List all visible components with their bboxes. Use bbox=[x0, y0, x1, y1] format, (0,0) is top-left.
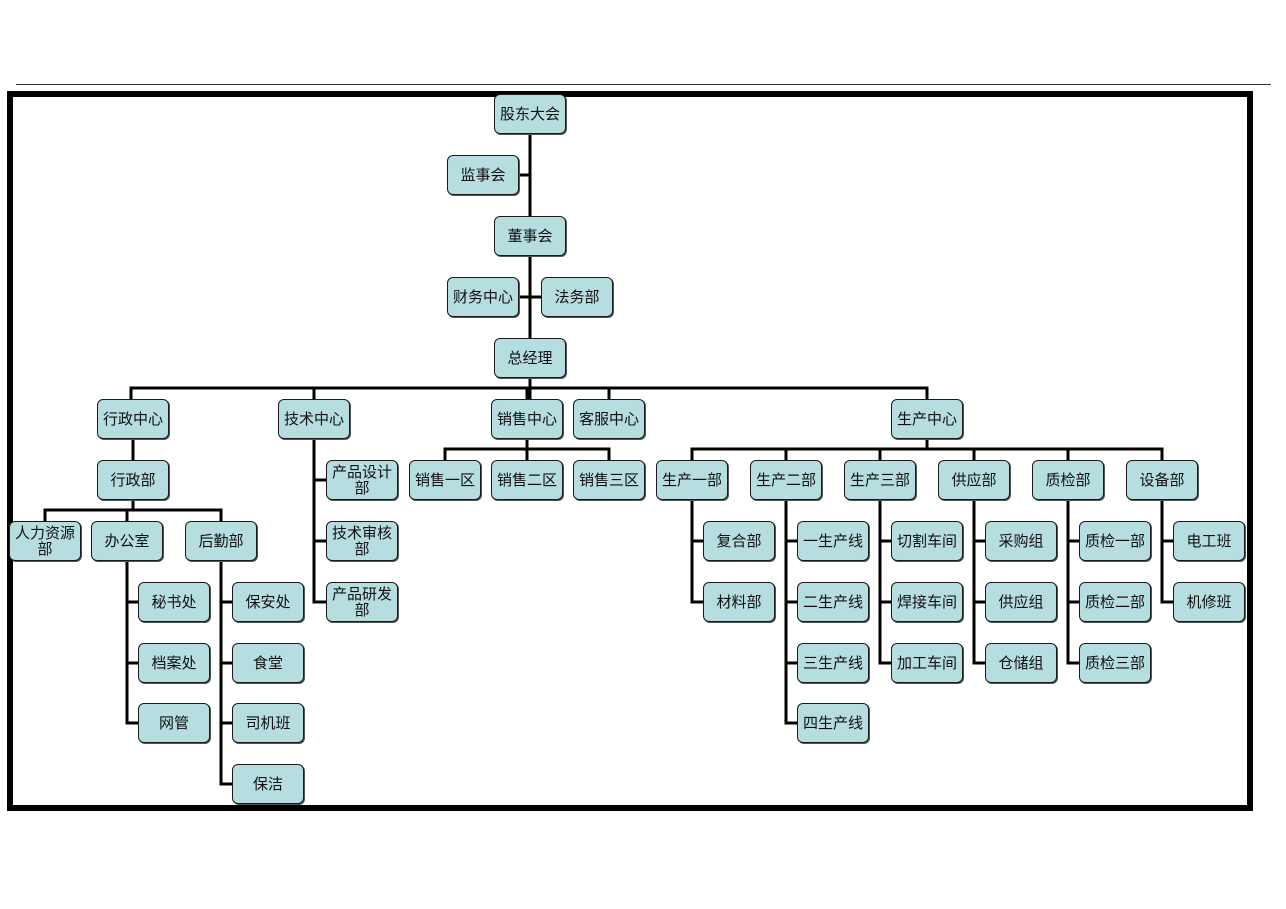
node-product-rd: 产品研发部 bbox=[326, 582, 398, 622]
node-cutting: 切割车间 bbox=[891, 521, 963, 561]
node-prod-2: 生产二部 bbox=[750, 460, 822, 500]
node-line-2: 二生产线 bbox=[797, 582, 869, 622]
node-sales-center: 销售中心 bbox=[491, 399, 563, 439]
node-hr: 人力资源部 bbox=[9, 521, 81, 561]
header-rule bbox=[16, 84, 1271, 85]
node-office: 办公室 bbox=[91, 521, 163, 561]
node-prod-1: 生产一部 bbox=[656, 460, 728, 500]
node-electrician: 电工班 bbox=[1173, 521, 1245, 561]
node-supply: 供应部 bbox=[938, 460, 1010, 500]
node-tech-review: 技术审核部 bbox=[326, 521, 398, 561]
node-line-4: 四生产线 bbox=[797, 703, 869, 743]
node-production-center: 生产中心 bbox=[891, 399, 963, 439]
node-cleaning: 保洁 bbox=[232, 764, 304, 804]
node-netadmin: 网管 bbox=[138, 703, 210, 743]
node-purchasing: 采购组 bbox=[985, 521, 1057, 561]
node-repair: 机修班 bbox=[1173, 582, 1245, 622]
node-equipment: 设备部 bbox=[1126, 460, 1198, 500]
node-line-1: 一生产线 bbox=[797, 521, 869, 561]
node-qc-1: 质检一部 bbox=[1079, 521, 1151, 561]
node-prod-3: 生产三部 bbox=[844, 460, 916, 500]
node-qc-2: 质检二部 bbox=[1079, 582, 1151, 622]
node-canteen: 食堂 bbox=[232, 643, 304, 683]
node-machining: 加工车间 bbox=[891, 643, 963, 683]
node-logistics: 后勤部 bbox=[185, 521, 257, 561]
node-composite: 复合部 bbox=[703, 521, 775, 561]
node-qc-3: 质检三部 bbox=[1079, 643, 1151, 683]
node-legal: 法务部 bbox=[541, 277, 613, 317]
node-materials: 材料部 bbox=[703, 582, 775, 622]
node-sales-3: 销售三区 bbox=[573, 460, 645, 500]
node-finance: 财务中心 bbox=[447, 277, 519, 317]
node-product-design: 产品设计部 bbox=[326, 460, 398, 500]
node-sales-1: 销售一区 bbox=[409, 460, 481, 500]
node-qc: 质检部 bbox=[1032, 460, 1104, 500]
node-gm: 总经理 bbox=[494, 338, 566, 378]
node-board: 董事会 bbox=[494, 216, 566, 256]
node-secretary: 秘书处 bbox=[138, 582, 210, 622]
node-drivers: 司机班 bbox=[232, 703, 304, 743]
node-admin-dept: 行政部 bbox=[97, 460, 169, 500]
node-shareholders: 股东大会 bbox=[494, 94, 566, 134]
node-admin-center: 行政中心 bbox=[97, 399, 169, 439]
node-security: 保安处 bbox=[232, 582, 304, 622]
node-supply-group: 供应组 bbox=[985, 582, 1057, 622]
node-tech-center: 技术中心 bbox=[278, 399, 350, 439]
node-sales-2: 销售二区 bbox=[491, 460, 563, 500]
node-archive: 档案处 bbox=[138, 643, 210, 683]
node-welding: 焊接车间 bbox=[891, 582, 963, 622]
node-warehouse: 仓储组 bbox=[985, 643, 1057, 683]
node-supervisory: 监事会 bbox=[447, 155, 519, 195]
node-line-3: 三生产线 bbox=[797, 643, 869, 683]
chart-frame bbox=[7, 91, 1253, 811]
node-service-center: 客服中心 bbox=[573, 399, 645, 439]
